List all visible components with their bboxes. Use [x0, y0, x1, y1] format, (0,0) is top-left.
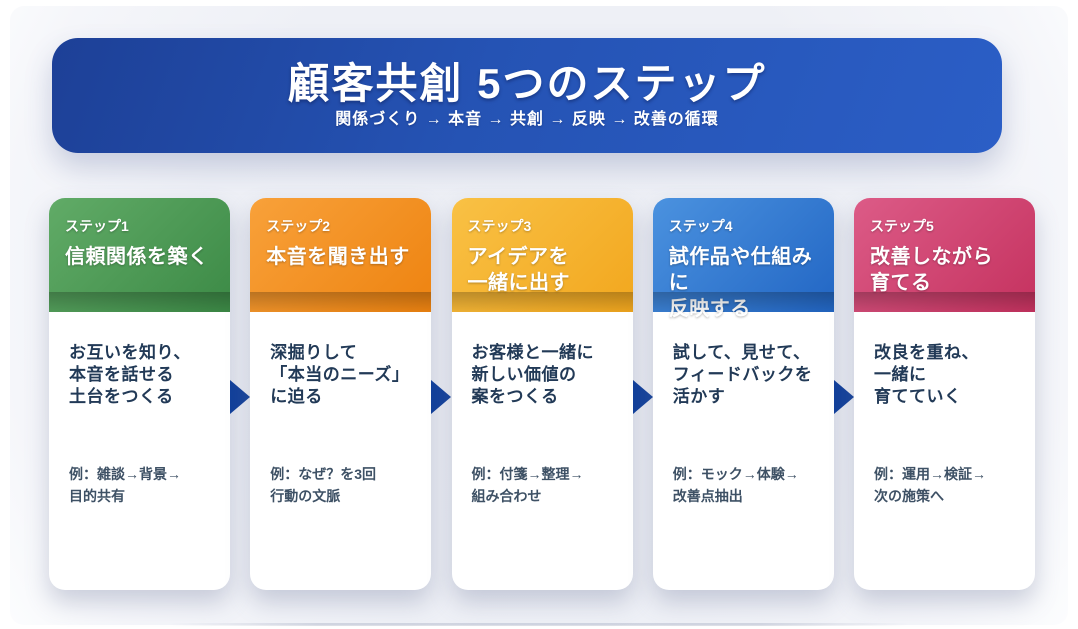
- step-example: 例：モック→体験→ 改善点抽出: [672, 466, 799, 505]
- step-example: 例：運用→検証→ 次の施策へ: [874, 466, 986, 505]
- step-example: 例：付箋→整理→ 組み合わせ: [471, 466, 584, 505]
- right-arrow-icon: [632, 380, 653, 414]
- step-card-3-body: お客様と一緒に 新しい価値の 案をつくる 例：付箋→整理→ 組み合わせ: [452, 312, 633, 508]
- step-description: 改良を重ね、 一緒に 育てていく: [874, 343, 979, 407]
- step-title: 試作品や仕組みに 反映する: [668, 246, 813, 320]
- step-card-4: ステップ4 試作品や仕組みに 反映する 試して、見せて、 フィードバックを 活か…: [652, 198, 834, 590]
- step-example: 例：雑談→背景→ 目的共有: [69, 466, 181, 505]
- step-example: 例：なぜ？を3回 行動の文脈: [270, 466, 377, 505]
- step-card-4-header: ステップ4 試作品や仕組みに 反映する: [652, 198, 834, 320]
- step-description: 試して、見せて、 フィードバックを 活かす: [672, 343, 813, 407]
- step-label: ステップ4: [668, 218, 733, 234]
- title-banner: 顧客共創 5つのステップ 関係づくり → 本音 → 共創 → 反映 → 改善の循…: [52, 38, 1002, 153]
- step-card-5: ステップ5 改善しながら 育てる 改良を重ね、 一緒に 育てていく 例：運用→検…: [854, 198, 1035, 590]
- step-card-1-body: お互いを知り、 本音を話せる 土台をつくる 例：雑談→背景→ 目的共有: [49, 312, 230, 508]
- bottom-shadow-line: [170, 623, 908, 626]
- step-label: ステップ1: [65, 218, 129, 234]
- step-card-5-body: 改良を重ね、 一緒に 育てていく 例：運用→検証→ 次の施策へ: [854, 312, 1035, 508]
- right-arrow-icon: [431, 380, 452, 414]
- step-description: 深掘りして 「本当のニーズ」 に迫る: [270, 343, 410, 407]
- page-subtitle: 関係づくり → 本音 → 共創 → 反映 → 改善の循環: [335, 111, 719, 128]
- page-title: 顧客共創 5つのステップ: [287, 60, 767, 107]
- step-title: 改善しながら 育てる: [870, 246, 993, 294]
- step-card-3: ステップ3 アイデアを 一緒に出す お客様と一緒に 新しい価値の 案をつくる 例…: [451, 198, 633, 590]
- arrow-slot-2: [431, 380, 452, 414]
- arrow-slot-3: [632, 380, 653, 414]
- right-arrow-icon: [833, 380, 854, 414]
- step-title: 信頼関係を築く: [65, 246, 209, 268]
- step-card-1: ステップ1 信頼関係を築く お互いを知り、 本音を話せる 土台をつくる 例：雑談…: [49, 198, 230, 590]
- step-card-3-header: ステップ3 アイデアを 一緒に出す: [451, 198, 633, 312]
- right-arrow-icon: [230, 380, 251, 414]
- arrow-slot-1: [230, 380, 251, 414]
- step-description: お客様と一緒に 新しい価値の 案をつくる: [471, 343, 594, 407]
- step-label: ステップ5: [870, 218, 934, 234]
- step-card-2-header: ステップ2 本音を聞き出す: [250, 198, 432, 312]
- step-label: ステップ2: [266, 218, 331, 234]
- step-card-5-header: ステップ5 改善しながら 育てる: [854, 198, 1035, 312]
- step-title: アイデアを 一緒に出す: [467, 246, 570, 294]
- arrow-slot-4: [833, 380, 854, 414]
- step-title: 本音を聞き出す: [266, 246, 410, 268]
- step-label: ステップ3: [467, 218, 532, 234]
- step-card-4-body: 試して、見せて、 フィードバックを 活かす 例：モック→体験→ 改善点抽出: [653, 312, 834, 508]
- step-card-2: ステップ2 本音を聞き出す 深掘りして 「本当のニーズ」 に迫る 例：なぜ？を3…: [250, 198, 432, 590]
- step-card-2-body: 深掘りして 「本当のニーズ」 に迫る 例：なぜ？を3回 行動の文脈: [250, 312, 431, 508]
- steps-row: ステップ1 信頼関係を築く お互いを知り、 本音を話せる 土台をつくる 例：雑談…: [49, 198, 1035, 590]
- step-card-1-header: ステップ1 信頼関係を築く: [49, 198, 230, 312]
- step-description: お互いを知り、 本音を話せる 土台をつくる: [69, 343, 191, 407]
